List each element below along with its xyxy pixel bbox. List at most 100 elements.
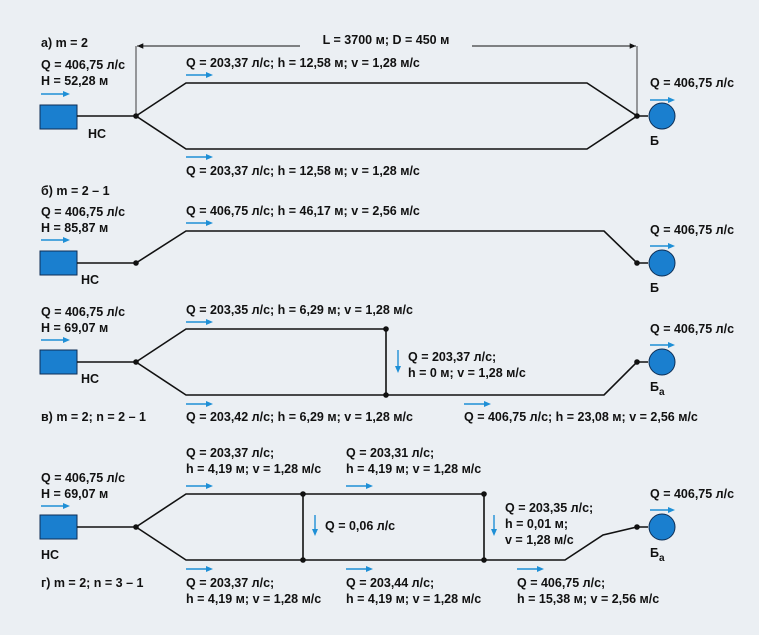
diagram-d-inlet-q: Q = 406,75 л/с (41, 471, 125, 485)
diagram-d-bottom1-label-2: h = 4,19 м; v = 1,28 м/с (186, 592, 321, 606)
junction-node (634, 359, 640, 365)
junction-node (383, 392, 389, 398)
diagram-c-outlet-q: Q = 406,75 л/с (650, 322, 734, 336)
diagram-c-cross-label-1: Q = 203,37 л/с; (408, 350, 496, 364)
junction-node (133, 260, 139, 266)
diagram-b-inlet-q: Q = 406,75 л/с (41, 205, 125, 219)
flow-arrow-icon (650, 507, 675, 513)
diagram-d-bottom3-label-2: h = 15,38 м; v = 2,56 м/с (517, 592, 659, 606)
flow-arrow-icon (186, 483, 213, 489)
pipe-single (77, 230, 648, 264)
flow-arrow-icon (346, 483, 373, 489)
diagram-d-outlet-q: Q = 406,75 л/с (650, 487, 734, 501)
diagram-b-outlet-q: Q = 406,75 л/с (650, 223, 734, 237)
flow-arrow-icon (186, 154, 213, 160)
dimension-line: L = 3700 м; D = 450 м (135, 33, 638, 118)
diagram-c-station-label: НС (81, 372, 99, 386)
flow-arrow-down-icon (395, 350, 401, 373)
diagram-d: Q = 406,75 л/с H = 69,07 м НС Ба Q = 406… (39, 446, 734, 606)
flow-arrow-icon (41, 503, 70, 509)
diagram-d-title: г) m = 2; n = 3 – 1 (41, 576, 144, 590)
diagram-c-title: в) m = 2; n = 2 – 1 (41, 410, 146, 424)
diagram-d-bottom2-label-2: h = 4,19 м; v = 1,28 м/с (346, 592, 481, 606)
junction-node (133, 359, 139, 365)
reservoir-icon (648, 249, 676, 277)
diagram-d-cross2-label-2: h = 0,01 м; (505, 517, 568, 531)
diagram-a-outlet-q: Q = 406,75 л/с (650, 76, 734, 90)
pump-station-icon (39, 349, 78, 375)
junction-node (634, 113, 640, 119)
diagram-d-cross2-label-1: Q = 203,35 л/с; (505, 501, 593, 515)
junction-node (133, 524, 139, 530)
junction-node (300, 491, 306, 497)
flow-arrow-down-icon (491, 515, 497, 536)
diagram-a-tank-label: Б (650, 134, 659, 148)
diagram-b-tank-label: Б (650, 281, 659, 295)
diagram-a: а) m = 2 Q = 406,75 л/с H = 52,28 м НС Б… (39, 36, 734, 178)
junction-node (481, 557, 487, 563)
diagram-c-pipe-top-label: Q = 203,35 л/с; h = 6,29 м; v = 1,28 м/с (186, 303, 413, 317)
diagram-c: Q = 406,75 л/с H = 69,07 м НС Ба Q = 406… (39, 303, 734, 424)
diagram-d-cross2-label-3: v = 1,28 м/с (505, 533, 574, 547)
flow-arrow-icon (186, 319, 213, 325)
diagram-c-pipe-bottom-label: Q = 203,42 л/с; h = 6,29 м; v = 1,28 м/с (186, 410, 413, 424)
junction-node (634, 260, 640, 266)
flow-arrow-down-icon (312, 515, 318, 536)
flow-arrow-icon (650, 97, 675, 103)
diagram-a-pipe-bottom-label: Q = 203,37 л/с; h = 12,58 м; v = 1,28 м/… (186, 164, 420, 178)
reservoir-icon (648, 348, 676, 376)
flow-arrow-icon (41, 91, 70, 97)
diagram-d-top2-label-1: Q = 203,31 л/с; (346, 446, 434, 460)
junction-node (481, 491, 487, 497)
diagram-c-pipe-outlet-label: Q = 406,75 л/с; h = 23,08 м; v = 2,56 м/… (464, 410, 698, 424)
pump-station-icon (39, 250, 78, 276)
flow-arrow-icon (517, 566, 544, 572)
diagram-d-inlet-h: H = 69,07 м (41, 487, 108, 501)
diagram-d-bottom3-label-1: Q = 406,75 л/с; (517, 576, 605, 590)
diagram-b-pipe-label: Q = 406,75 л/с; h = 46,17 м; v = 2,56 м/… (186, 204, 420, 218)
diagram-b-title: б) m = 2 – 1 (41, 184, 110, 198)
diagram-d-bottom2-label-1: Q = 203,44 л/с; (346, 576, 434, 590)
diagram-b: б) m = 2 – 1 Q = 406,75 л/с H = 85,87 м … (39, 184, 734, 295)
flow-arrow-icon (186, 401, 213, 407)
flow-arrow-icon (464, 401, 491, 407)
pipe-lower-branch (135, 361, 648, 396)
pipe-upper-branch (77, 493, 485, 560)
junction-node (133, 113, 139, 119)
dimension-label: L = 3700 м; D = 450 м (323, 33, 450, 47)
diagram-a-station-label: НС (88, 127, 106, 141)
diagram-d-tank-label: Ба (650, 546, 665, 564)
flow-arrow-icon (186, 220, 213, 226)
pipe-bottom (135, 115, 638, 150)
diagram-b-inlet-h: H = 85,87 м (41, 221, 108, 235)
diagram-d-bottom1-label-1: Q = 203,37 л/с; (186, 576, 274, 590)
diagram-c-cross-label-2: h = 0 м; v = 1,28 м/с (408, 366, 526, 380)
junction-node (300, 557, 306, 563)
diagram-b-station-label: НС (81, 273, 99, 287)
flow-arrow-icon (650, 342, 675, 348)
flow-arrow-icon (186, 566, 213, 572)
flow-arrow-icon (186, 72, 213, 78)
reservoir-icon (648, 513, 676, 541)
flow-arrow-icon (346, 566, 373, 572)
diagram-a-title: а) m = 2 (41, 36, 88, 50)
flow-arrow-icon (41, 237, 70, 243)
junction-node (634, 524, 640, 530)
pump-station-icon (39, 104, 78, 130)
diagram-d-top1-label-1: Q = 203,37 л/с; (186, 446, 274, 460)
diagram-c-inlet-h: H = 69,07 м (41, 321, 108, 335)
pump-station-icon (39, 514, 78, 540)
diagram-d-cross1-label: Q = 0,06 л/с (325, 519, 395, 533)
junction-node (383, 326, 389, 332)
pipe-top (77, 82, 648, 117)
flow-arrow-icon (41, 337, 70, 343)
reservoir-icon (648, 102, 676, 130)
pipe-upper-branch (77, 328, 387, 395)
diagram-c-inlet-q: Q = 406,75 л/с (41, 305, 125, 319)
diagram-a-inlet-h: H = 52,28 м (41, 74, 108, 88)
diagram-a-inlet-q: Q = 406,75 л/с (41, 58, 125, 72)
diagram-a-pipe-top-label: Q = 203,37 л/с; h = 12,58 м; v = 1,28 м/… (186, 56, 420, 70)
diagram-c-tank-label: Ба (650, 380, 665, 398)
